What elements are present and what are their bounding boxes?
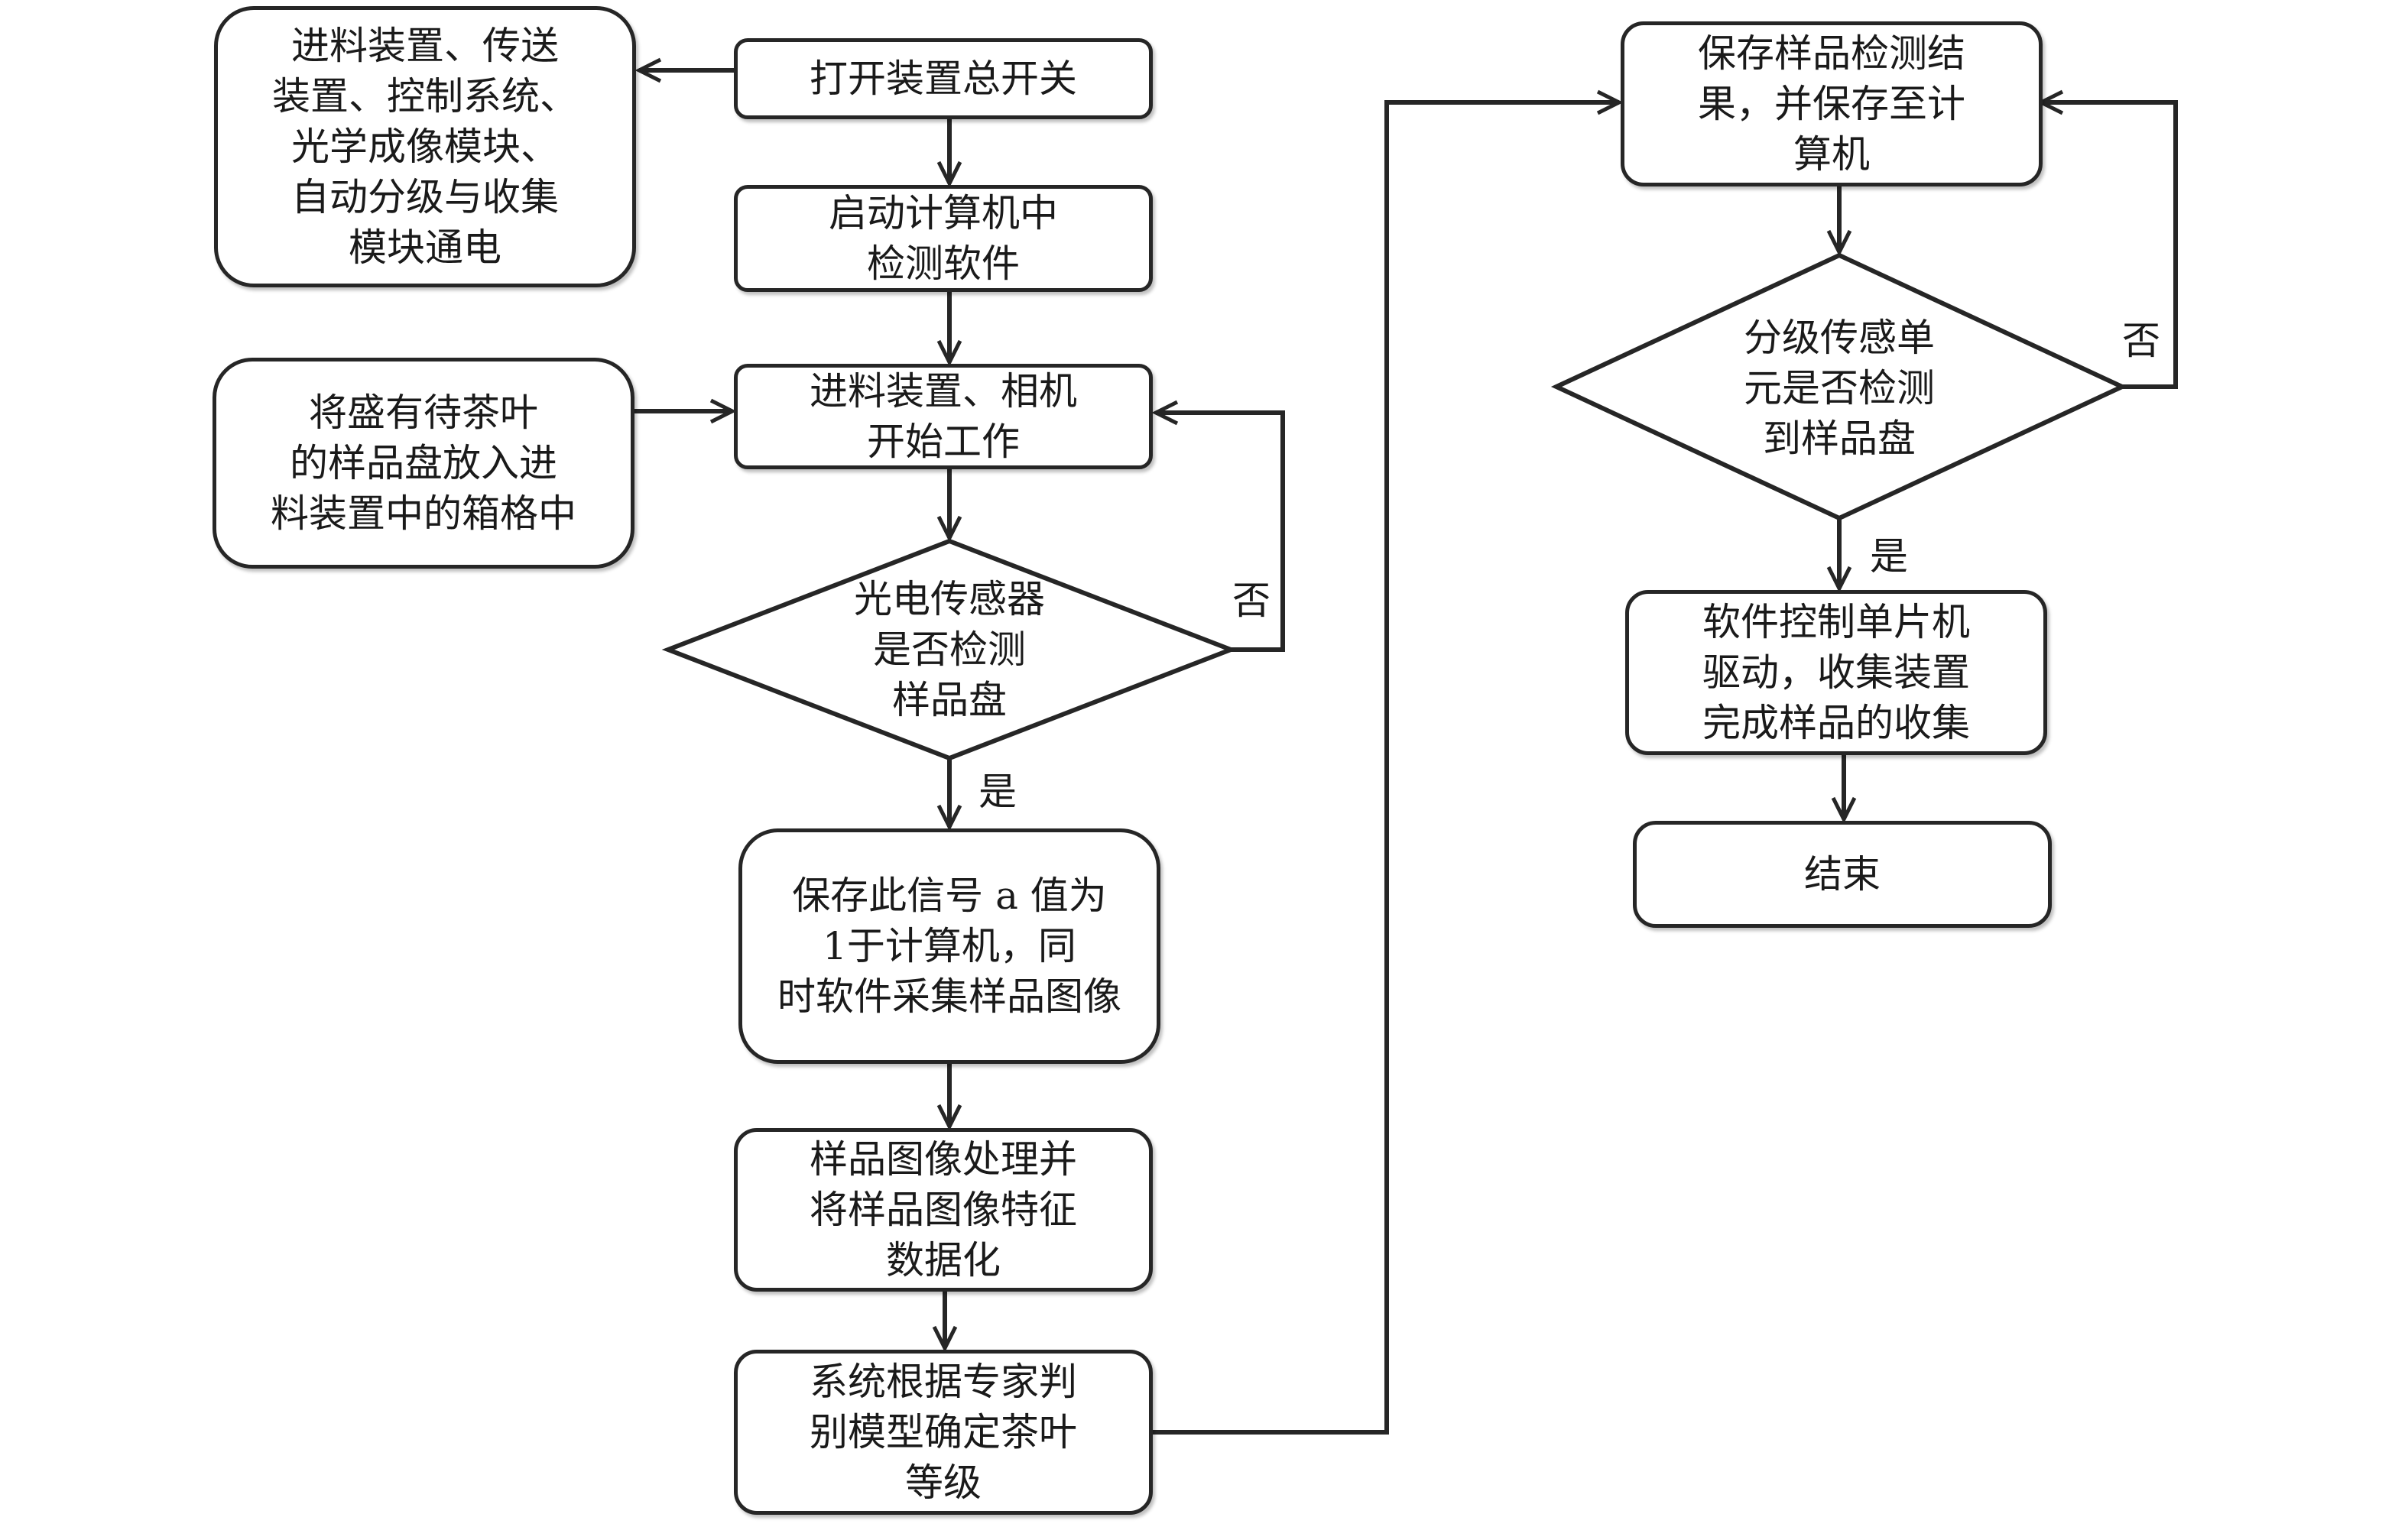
decision-grading-sensor-shape xyxy=(1550,252,2128,521)
node-end-text: 结束 xyxy=(1804,852,1881,896)
node-grade-determination-text: 系统根据专家判 别模型确定茶叶 等级 xyxy=(810,1360,1077,1505)
decision-photo-sensor-shape xyxy=(661,538,1238,761)
decision-photo-sensor-text: 光电传感器 是否检测 样品盘 xyxy=(854,577,1045,722)
node-end: 结束 xyxy=(1633,821,2052,928)
decision-grading-sensor-text: 分级传感单 元是否检测 到样品盘 xyxy=(1744,316,1935,461)
node-collect-sample: 软件控制单片机 驱动，收集装置 完成样品的收集 xyxy=(1625,590,2047,755)
edge-grade-to-result xyxy=(1151,102,1619,1435)
node-start-software-text: 启动计算机中 检测软件 xyxy=(829,191,1058,286)
label-no-2: 否 xyxy=(2122,319,2160,363)
node-grade-determination: 系统根据专家判 别模型确定茶叶 等级 xyxy=(734,1350,1153,1515)
node-save-result: 保存样品检测结 果，并保存至计 算机 xyxy=(1621,21,2043,186)
node-save-signal: 保存此信号 a 值为 1于计算机，同 时软件采集样品图像 xyxy=(738,828,1160,1064)
label-yes-2: 是 xyxy=(1870,534,1908,579)
node-power-on: 打开装置总开关 xyxy=(734,38,1153,119)
label-yes-1: 是 xyxy=(978,770,1017,814)
node-save-signal-text: 保存此信号 a 值为 1于计算机，同 时软件采集样品图像 xyxy=(777,874,1121,1019)
edge-decision1-no xyxy=(1156,413,1285,652)
node-load-tray-text: 将盛有待茶叶 的样品盘放入进 料装置中的箱格中 xyxy=(271,391,576,536)
node-image-processing: 样品图像处理并 将样品图像特征 数据化 xyxy=(734,1128,1153,1292)
node-feeder-camera-start-text: 进料装置、相机 开始工作 xyxy=(810,369,1077,464)
node-powered-modules-text: 进料装置、传送 装置、控制系统、 光学成像模块、 自动分级与收集 模块通电 xyxy=(272,24,578,270)
node-powered-modules: 进料装置、传送 装置、控制系统、 光学成像模块、 自动分级与收集 模块通电 xyxy=(214,6,636,287)
node-power-on-text: 打开装置总开关 xyxy=(810,57,1077,101)
node-load-tray: 将盛有待茶叶 的样品盘放入进 料装置中的箱格中 xyxy=(213,358,634,569)
node-start-software: 启动计算机中 检测软件 xyxy=(734,185,1153,292)
node-feeder-camera-start: 进料装置、相机 开始工作 xyxy=(734,364,1153,469)
edge-decision2-no xyxy=(2041,102,2178,389)
label-no-1: 否 xyxy=(1232,579,1271,623)
node-image-processing-text: 样品图像处理并 将样品图像特征 数据化 xyxy=(810,1137,1077,1282)
node-collect-sample-text: 软件控制单片机 驱动，收集装置 完成样品的收集 xyxy=(1702,600,1970,745)
node-save-result-text: 保存样品检测结 果，并保存至计 算机 xyxy=(1698,31,1965,177)
